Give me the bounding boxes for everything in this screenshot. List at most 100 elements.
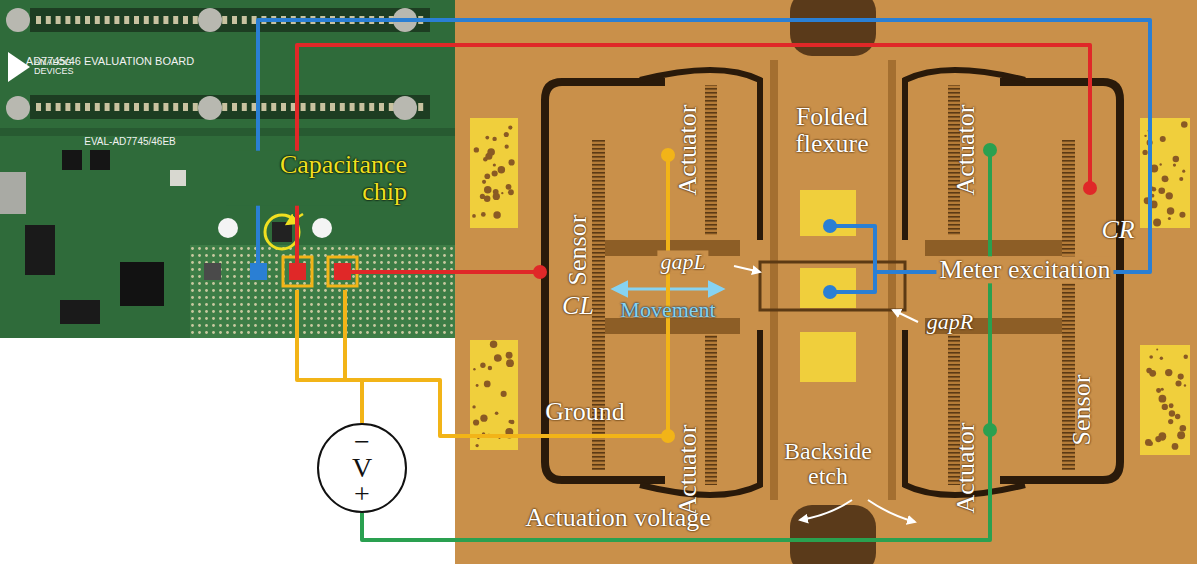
header-pin [114, 16, 119, 24]
header-pin [193, 16, 198, 24]
header-pin [281, 103, 286, 111]
pad-speckle-dot [1178, 374, 1184, 380]
pad-speckle-dot [482, 180, 486, 184]
wire-dot [823, 285, 837, 299]
header-pin [46, 16, 51, 24]
header-pin [252, 103, 257, 111]
bond-pad [470, 340, 518, 450]
actuator-comb [705, 85, 717, 235]
pad-speckle-dot [1179, 212, 1185, 218]
gap-pointer [734, 266, 760, 272]
pad-speckle-dot [492, 137, 496, 141]
bond-pad [1140, 118, 1190, 228]
part-label: CL [562, 292, 594, 319]
pad-speckle-dot [490, 341, 497, 348]
part-label: EVAL-AD7745/46EB [84, 137, 176, 148]
header-pin [95, 103, 100, 111]
red-wire [297, 45, 1090, 272]
source-symbol: V [352, 455, 372, 481]
header-pin [222, 16, 227, 24]
part-label: ANALOG DEVICES [34, 58, 82, 77]
pad-speckle-dot [1149, 355, 1153, 359]
part-label-vertical: Sensor [564, 215, 591, 286]
pad-speckle-dot [488, 366, 492, 370]
part-label-vertical: Actuator [674, 105, 701, 196]
part-label-vertical: Sensor [1068, 375, 1095, 446]
pad-speckle-dot [506, 352, 513, 359]
pad-speckle-dot [1156, 348, 1158, 350]
wire-dot [661, 148, 675, 162]
part-label: Folded flexure [772, 103, 892, 158]
ic-chip [60, 300, 100, 324]
header-pin [75, 16, 80, 24]
header-pin [232, 16, 237, 24]
header-pin [85, 103, 90, 111]
pad-speckle-dot [473, 368, 475, 370]
wiring [258, 20, 1150, 540]
wire-dot [983, 423, 997, 437]
wire-dot [823, 219, 837, 233]
pad-speckle-dot [508, 159, 514, 165]
pad-speckle-dot [476, 384, 479, 387]
anchor-pad [800, 332, 856, 382]
pad-speckle-dot [475, 444, 478, 447]
pad-speckle-dot [484, 173, 490, 179]
source-symbol: − [354, 429, 370, 455]
ic-chip [120, 262, 164, 306]
pad-speckle-dot [493, 211, 500, 218]
green-wire [362, 150, 990, 540]
header-pin [173, 16, 178, 24]
header-pin [173, 103, 178, 111]
source-symbol: + [354, 481, 370, 507]
header-pin [124, 103, 129, 111]
pad-speckle-dot [510, 420, 515, 425]
pad-speckle-dot [1167, 207, 1175, 215]
header-pin [154, 103, 159, 111]
red-wire [342, 270, 540, 274]
header-pin [85, 16, 90, 24]
pad-speckle-dot [505, 145, 509, 149]
pad-speckle-dot [508, 189, 514, 195]
header-pin [350, 103, 355, 111]
header-pin [163, 103, 168, 111]
part-label: Movement [620, 298, 715, 321]
screw [198, 8, 222, 32]
ic-chip [25, 225, 55, 275]
pad-speckle-dot [484, 381, 491, 388]
header-pin [320, 103, 325, 111]
release-gap [640, 70, 760, 240]
pad-speckle-dot [1175, 380, 1181, 386]
pad-speckle-dot [1177, 431, 1185, 439]
bond-pad [470, 118, 518, 228]
substrate [455, 0, 1197, 564]
header-pin [46, 103, 51, 111]
header-pin [242, 103, 247, 111]
header-pin [193, 103, 198, 111]
header-pin [163, 16, 168, 24]
pad-speckle-dot [1160, 435, 1165, 440]
header-pin [36, 16, 41, 24]
pad-speckle-dot [1162, 404, 1168, 410]
bond-pad [1140, 345, 1190, 455]
gap-pointer [893, 310, 918, 322]
release-gap [905, 70, 1025, 240]
header-pin [124, 16, 129, 24]
pad-speckle-dot [498, 166, 506, 174]
part-label: gapL [657, 250, 708, 273]
header-pin [105, 16, 110, 24]
pad-speckle-dot [483, 157, 488, 162]
pad-speckle-dot [472, 405, 475, 408]
pad-speckle-dot [1149, 370, 1156, 377]
part-label: Meter excitation [936, 256, 1113, 283]
ic-chip [90, 150, 110, 170]
mems-micrograph [455, 0, 1197, 564]
release-gap [545, 82, 665, 480]
pad-speckle-dot [1145, 439, 1152, 446]
ic-chip [62, 150, 82, 170]
pad-speckle-dot [484, 186, 492, 194]
etch-cavity [790, 0, 876, 56]
screw [6, 96, 30, 120]
header-pin [105, 103, 110, 111]
